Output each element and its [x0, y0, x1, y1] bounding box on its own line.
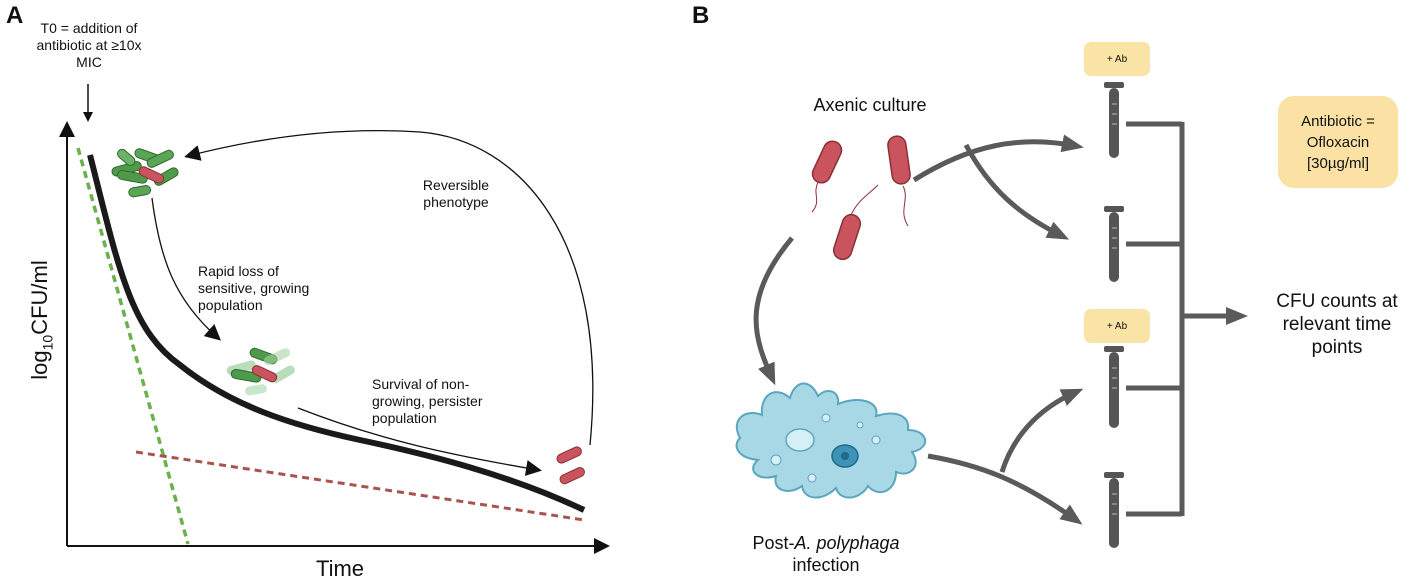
test-tube-icon [1104, 82, 1124, 548]
panel-b-diagram [735, 82, 1248, 548]
ab-badge-bottom: + Ab [1084, 309, 1150, 343]
t0-note-line-1: T0 = addition of [40, 20, 138, 36]
green-dashed-line [76, 147, 190, 545]
arrow-axenic-top [912, 134, 1084, 183]
antibiotic-line-1: Antibiotic = [1301, 112, 1375, 130]
persister-icon [556, 446, 585, 485]
post-italic: A. polyphaga [794, 533, 900, 553]
post-prefix: Post- [752, 533, 795, 553]
survival-line-1: Survival of non- [372, 376, 470, 392]
kill-curve [87, 154, 586, 513]
reversible-label: Reversible phenotype [396, 177, 516, 211]
rod-bacterium-icon [811, 135, 911, 261]
reversible-line-2: phenotype [423, 194, 489, 210]
axenic-label: Axenic culture [813, 95, 927, 115]
arrow-amoeba-bottom [927, 453, 1083, 525]
cfu-line-2: relevant time [1282, 314, 1392, 335]
antibiotic-line-2: Ofloxacin [1306, 133, 1370, 151]
antibiotic-box: Antibiotic = Ofloxacin [30µg/ml] [1278, 96, 1398, 188]
t0-note-line-2: antibiotic at ≥10x [36, 37, 142, 53]
post-infection-line-1: Post-A. polyphaga [716, 532, 936, 554]
rapid-loss-arrow [151, 197, 221, 341]
survival-label: Survival of non- growing, persister popu… [372, 376, 522, 427]
arrow-axenic-bottom [963, 143, 1070, 240]
cfu-line-3: points [1311, 337, 1363, 358]
post-infection-line-2: infection [792, 555, 860, 575]
x-axis-label: Time [315, 556, 365, 581]
post-infection-label: Post-A. polyphaga infection [716, 532, 936, 576]
antibiotic-line-3: [30µg/ml] [1306, 154, 1369, 172]
cfu-label: CFU counts at relevant time points [1262, 290, 1412, 359]
arrow-to-amoeba [753, 236, 794, 386]
rapid-loss-label: Rapid loss of sensitive, growing populat… [198, 263, 348, 314]
rapid-loss-line-3: population [198, 297, 263, 313]
y-axis-label: log10CFU/ml [25, 220, 55, 420]
ab-badge-top: + Ab [1084, 42, 1150, 76]
red-dashed-line [135, 450, 585, 522]
arrow-amoeba-top [999, 388, 1084, 473]
bracket-connector [1126, 121, 1248, 517]
rapid-loss-line-2: sensitive, growing [198, 280, 310, 296]
y-axis-label-prefix: log [27, 350, 52, 380]
rapid-loss-line-1: Rapid loss of [198, 263, 279, 279]
t0-note-line-3: MIC [76, 54, 102, 70]
panel-b-letter: B [692, 2, 710, 29]
cfu-line-1: CFU counts at [1276, 291, 1398, 312]
y-axis-label-suffix: CFU/ml [27, 260, 52, 335]
panel-a-letter: A [6, 2, 24, 29]
t0-note: T0 = addition of antibiotic at ≥10x MIC [24, 20, 154, 71]
fading-cluster-icon [226, 347, 295, 396]
amoeba-icon [735, 382, 926, 499]
survival-line-3: population [372, 410, 437, 426]
reversible-arrow [184, 129, 594, 446]
survival-line-2: growing, persister [372, 393, 483, 409]
reversible-line-1: Reversible [422, 177, 490, 193]
panel-a-diagram [59, 84, 610, 554]
survival-arrow [297, 407, 542, 476]
bacteria-cluster-icon [111, 148, 179, 198]
y-axis-label-sub: 10 [39, 334, 56, 351]
